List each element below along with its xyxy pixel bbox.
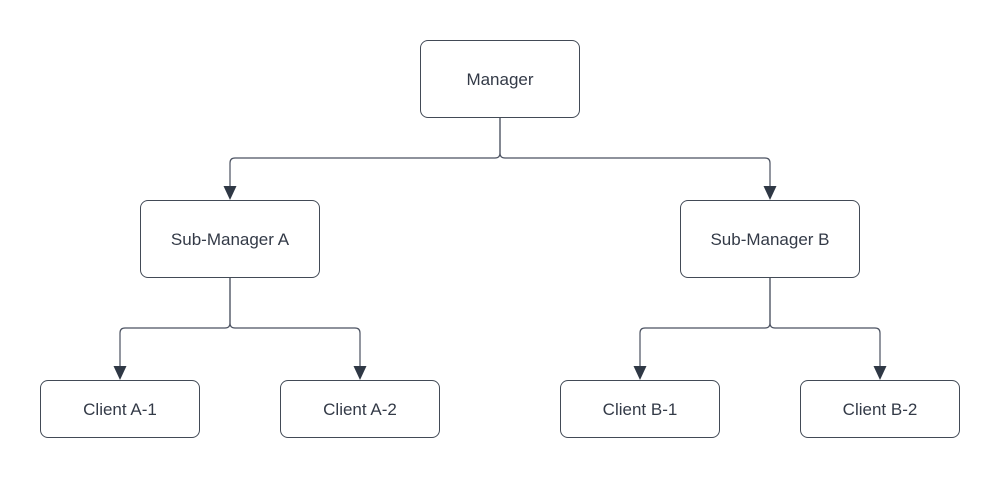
node-sub-manager-b[interactable]: Sub-Manager B — [680, 200, 860, 278]
arrowhead-icon — [113, 366, 127, 380]
edge-sub-a-client-a1 — [113, 278, 231, 380]
arrowhead-icon — [763, 186, 777, 200]
edge-manager-sub-b — [499, 118, 777, 200]
edge-sub-b-client-b1 — [633, 278, 771, 380]
edge-line — [769, 278, 881, 366]
node-label: Client B-1 — [602, 399, 678, 419]
node-label: Sub-Manager B — [710, 229, 830, 249]
edge-line — [229, 118, 501, 186]
arrowhead-icon — [633, 366, 647, 380]
node-label: Client A-2 — [323, 399, 397, 419]
node-client-b1[interactable]: Client B-1 — [560, 380, 720, 438]
edge-line — [119, 278, 231, 366]
node-manager[interactable]: Manager — [420, 40, 580, 118]
edge-manager-sub-a — [223, 118, 501, 200]
arrowhead-icon — [353, 366, 367, 380]
node-label: Client B-2 — [842, 399, 918, 419]
node-label: Manager — [466, 69, 534, 89]
node-client-a2[interactable]: Client A-2 — [280, 380, 440, 438]
node-sub-manager-a[interactable]: Sub-Manager A — [140, 200, 320, 278]
arrowhead-icon — [223, 186, 237, 200]
edge-line — [499, 118, 771, 186]
edge-line — [229, 278, 361, 366]
node-label: Sub-Manager A — [170, 229, 290, 249]
node-client-b2[interactable]: Client B-2 — [800, 380, 960, 438]
arrowhead-icon — [873, 366, 887, 380]
node-client-a1[interactable]: Client A-1 — [40, 380, 200, 438]
edge-sub-b-client-b2 — [769, 278, 887, 380]
edge-line — [639, 278, 771, 366]
edge-sub-a-client-a2 — [229, 278, 367, 380]
node-label: Client A-1 — [83, 399, 157, 419]
